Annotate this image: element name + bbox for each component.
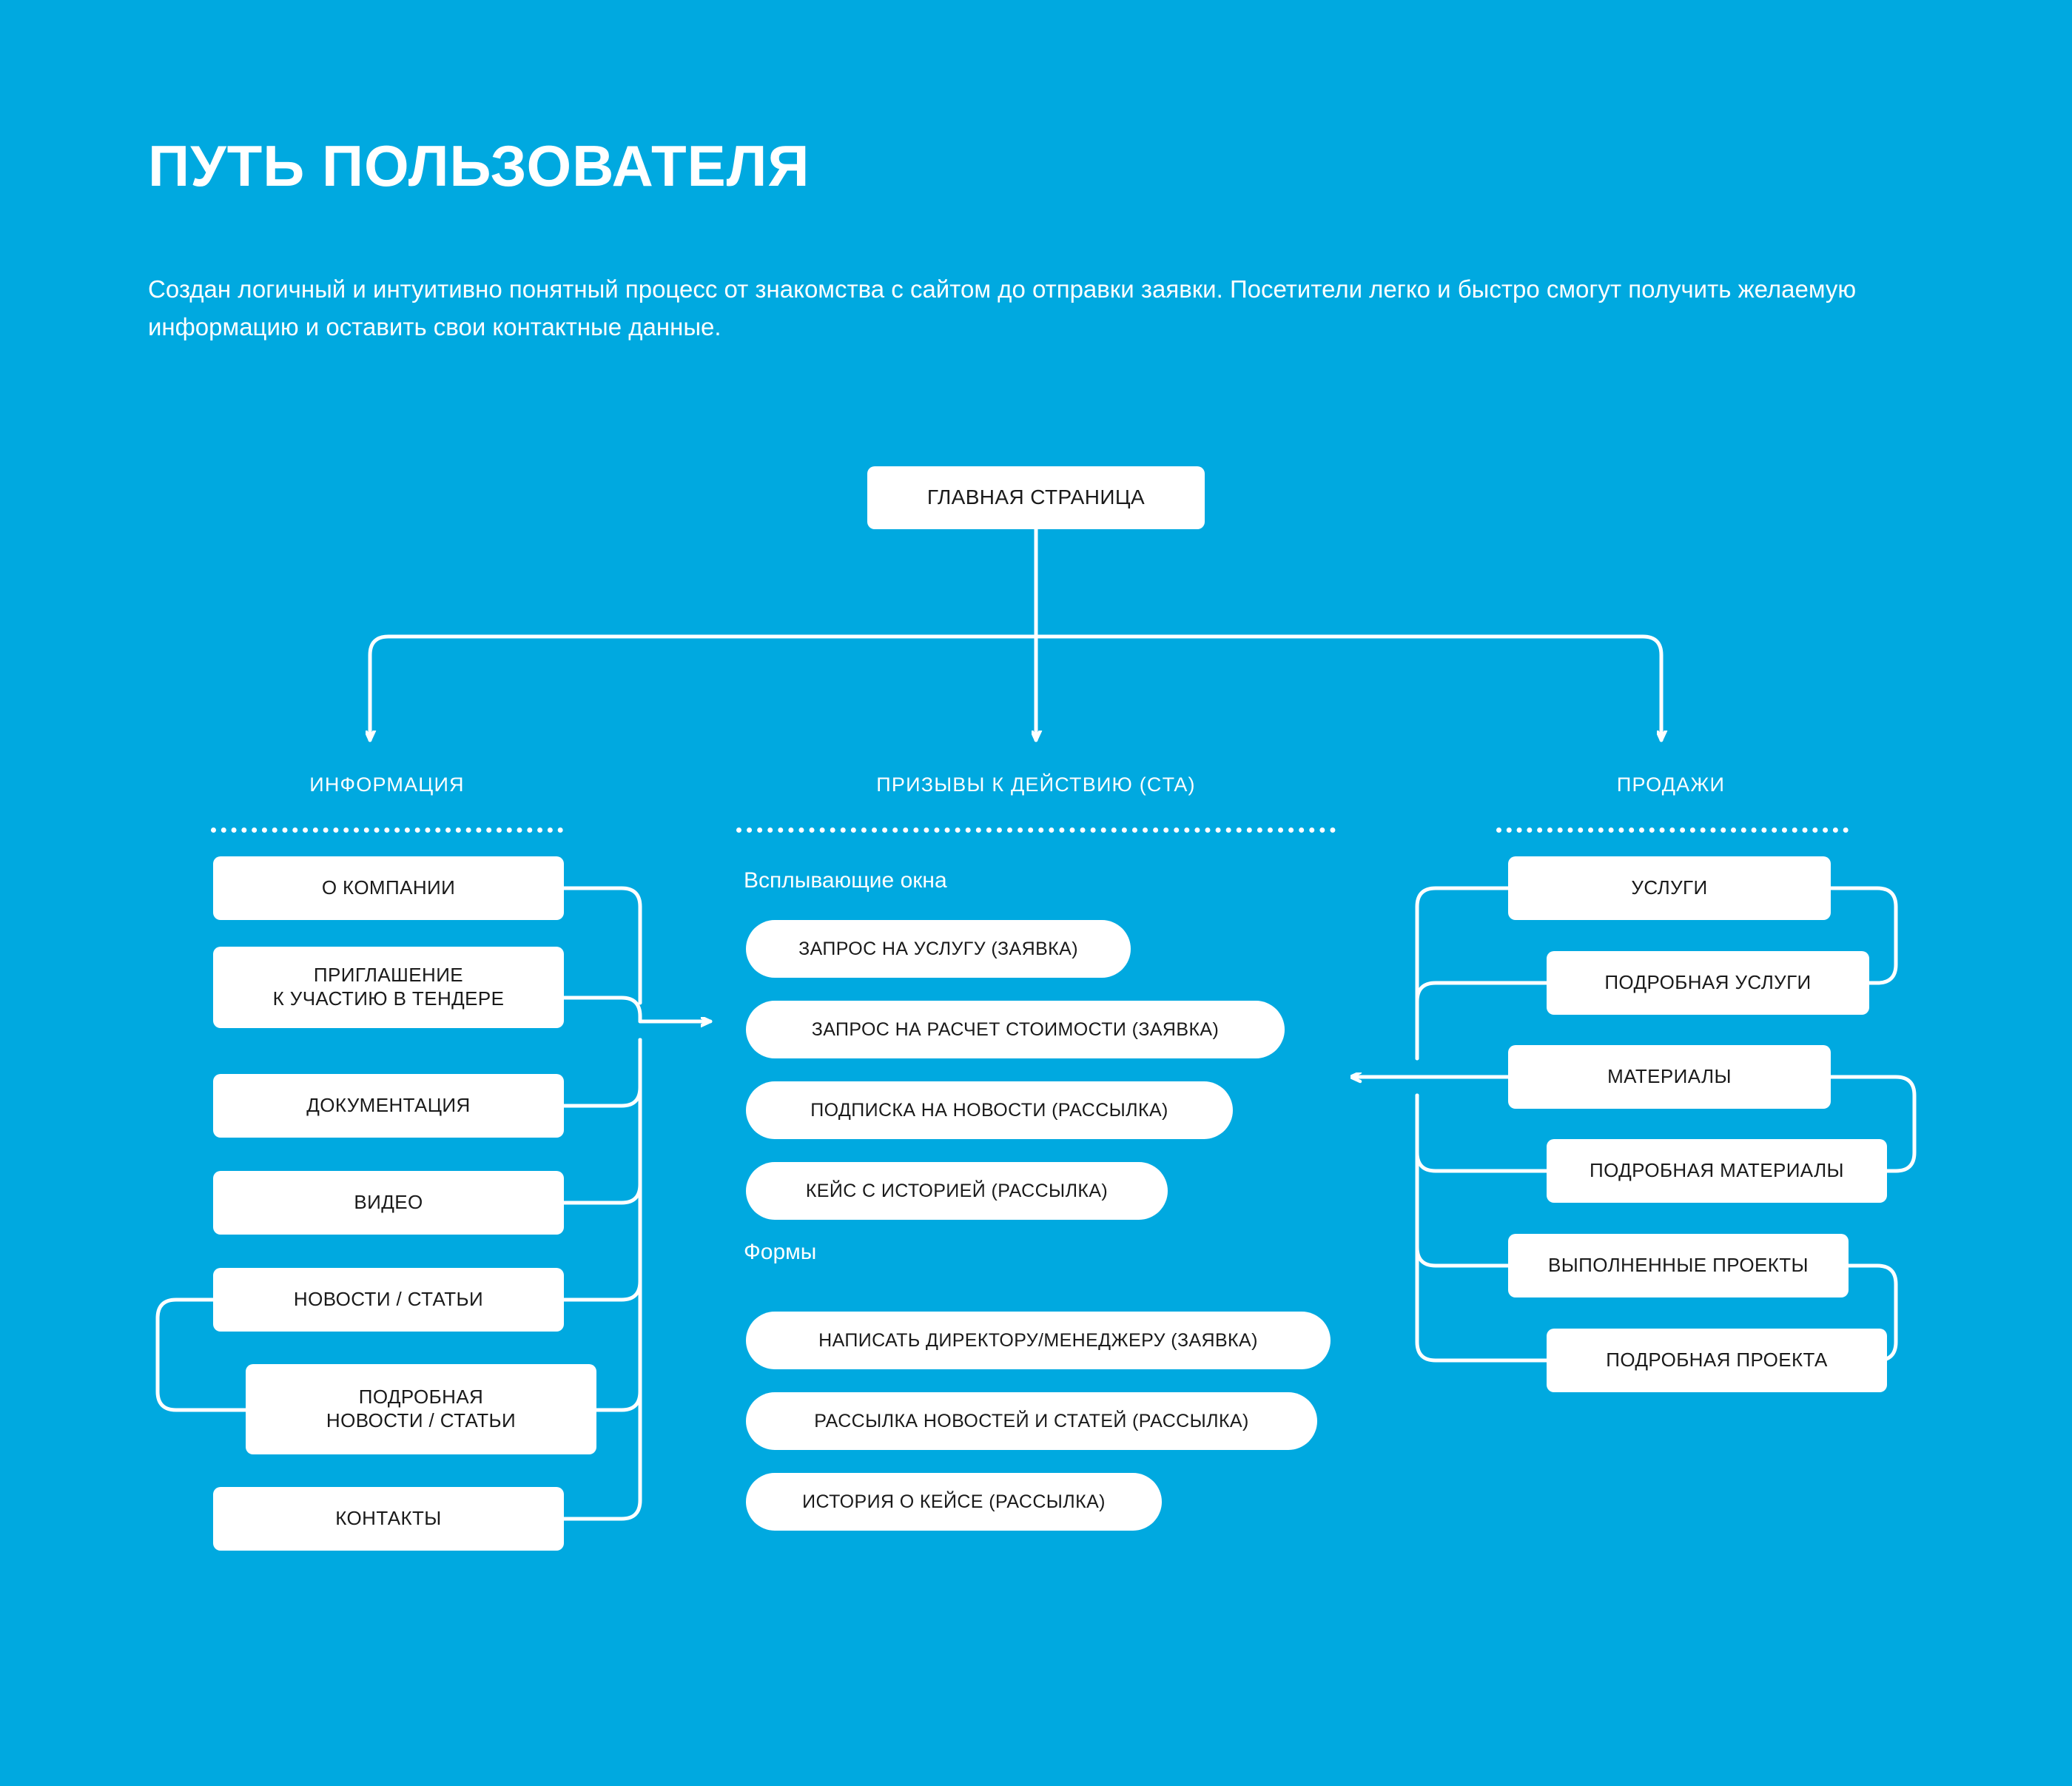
node-sales-0[interactable]: УСЛУГИ [1508,856,1831,920]
node-information-2[interactable]: ДОКУМЕНТАЦИЯ [213,1074,564,1138]
node-sales-2[interactable]: МАТЕРИАЛЫ [1508,1045,1831,1109]
node-label: КОНТАКТЫ [335,1507,442,1530]
node-label: МАТЕРИАЛЫ [1607,1065,1732,1088]
node-cta-popup-1[interactable]: ЗАПРОС НА РАСЧЕТ СТОИМОСТИ (ЗАЯВКА) [746,1001,1285,1058]
node-information-4[interactable]: НОВОСТИ / СТАТЬИ [213,1268,564,1332]
node-label: ПРИГЛАШЕНИЕ К УЧАСТИЮ В ТЕНДЕРЕ [272,964,505,1010]
node-cta-popup-0[interactable]: ЗАПРОС НА УСЛУГУ (ЗАЯВКА) [746,920,1131,978]
divider-cta [736,827,1336,833]
node-root[interactable]: ГЛАВНАЯ СТРАНИЦА [867,466,1205,529]
node-label: УСЛУГИ [1631,876,1708,899]
node-label: ЗАПРОС НА РАСЧЕТ СТОИМОСТИ (ЗАЯВКА) [811,1018,1220,1040]
node-cta-form-1[interactable]: РАССЫЛКА НОВОСТЕЙ И СТАТЕЙ (РАССЫЛКА) [746,1392,1317,1450]
cta-group-caption-popups: Всплывающие окна [744,868,947,893]
column-header-cta: ПРИЗЫВЫ К ДЕЙСТВИЮ (CTA) [876,773,1196,796]
node-sales-1[interactable]: ПОДРОБНАЯ УСЛУГИ [1547,951,1869,1015]
node-label: НОВОСТИ / СТАТЬИ [293,1288,484,1311]
node-label: ВЫПОЛНЕННЫЕ ПРОЕКТЫ [1548,1254,1809,1277]
node-label: ПОДРОБНАЯ МАТЕРИАЛЫ [1590,1159,1844,1182]
node-cta-popup-2[interactable]: ПОДПИСКА НА НОВОСТИ (РАССЫЛКА) [746,1081,1233,1139]
node-label: ВИДЕО [354,1191,423,1214]
node-label: КЕЙС С ИСТОРИЕЙ (РАССЫЛКА) [805,1180,1109,1201]
page-subtitle: Создан логичный и интуитивно понятный пр… [148,275,1857,341]
node-label: РАССЫЛКА НОВОСТЕЙ И СТАТЕЙ (РАССЫЛКА) [814,1410,1249,1431]
node-information-5[interactable]: ПОДРОБНАЯ НОВОСТИ / СТАТЬИ [246,1364,596,1454]
cta-group-caption-forms: Формы [744,1240,817,1264]
column-header-sales: ПРОДАЖИ [1616,773,1726,796]
node-sales-4[interactable]: ВЫПОЛНЕННЫЕ ПРОЕКТЫ [1508,1234,1849,1297]
node-label: ПОДРОБНАЯ НОВОСТИ / СТАТЬИ [326,1386,517,1431]
divider-sales [1496,827,1849,833]
divider-information [211,827,563,833]
node-information-6[interactable]: КОНТАКТЫ [213,1487,564,1551]
node-cta-popup-3[interactable]: КЕЙС С ИСТОРИЕЙ (РАССЫЛКА) [746,1162,1168,1220]
node-label: ИСТОРИЯ О КЕЙСЕ (РАССЫЛКА) [802,1491,1106,1512]
node-label: ПОДРОБНАЯ ПРОЕКТА [1606,1349,1828,1372]
node-sales-3[interactable]: ПОДРОБНАЯ МАТЕРИАЛЫ [1547,1139,1887,1203]
node-label: ПОДРОБНАЯ УСЛУГИ [1604,971,1812,994]
page-title: ПУТЬ ПОЛЬЗОВАТЕЛЯ [148,133,810,198]
node-label: ГЛАВНАЯ СТРАНИЦА [926,486,1146,509]
node-label: ЗАПРОС НА УСЛУГУ (ЗАЯВКА) [798,938,1078,959]
node-label: ПОДПИСКА НА НОВОСТИ (РАССЫЛКА) [810,1099,1168,1121]
column-header-information: ИНФОРМАЦИЯ [309,773,465,796]
node-information-1[interactable]: ПРИГЛАШЕНИЕ К УЧАСТИЮ В ТЕНДЕРЕ [213,947,564,1028]
node-cta-form-0[interactable]: НАПИСАТЬ ДИРЕКТОРУ/МЕНЕДЖЕРУ (ЗАЯВКА) [746,1312,1331,1369]
node-sales-5[interactable]: ПОДРОБНАЯ ПРОЕКТА [1547,1329,1887,1392]
node-information-3[interactable]: ВИДЕО [213,1171,564,1235]
node-information-0[interactable]: О КОМПАНИИ [213,856,564,920]
node-label: НАПИСАТЬ ДИРЕКТОРУ/МЕНЕДЖЕРУ (ЗАЯВКА) [818,1329,1258,1351]
node-cta-form-2[interactable]: ИСТОРИЯ О КЕЙСЕ (РАССЫЛКА) [746,1473,1162,1531]
node-label: О КОМПАНИИ [321,876,456,899]
node-label: ДОКУМЕНТАЦИЯ [306,1094,471,1117]
